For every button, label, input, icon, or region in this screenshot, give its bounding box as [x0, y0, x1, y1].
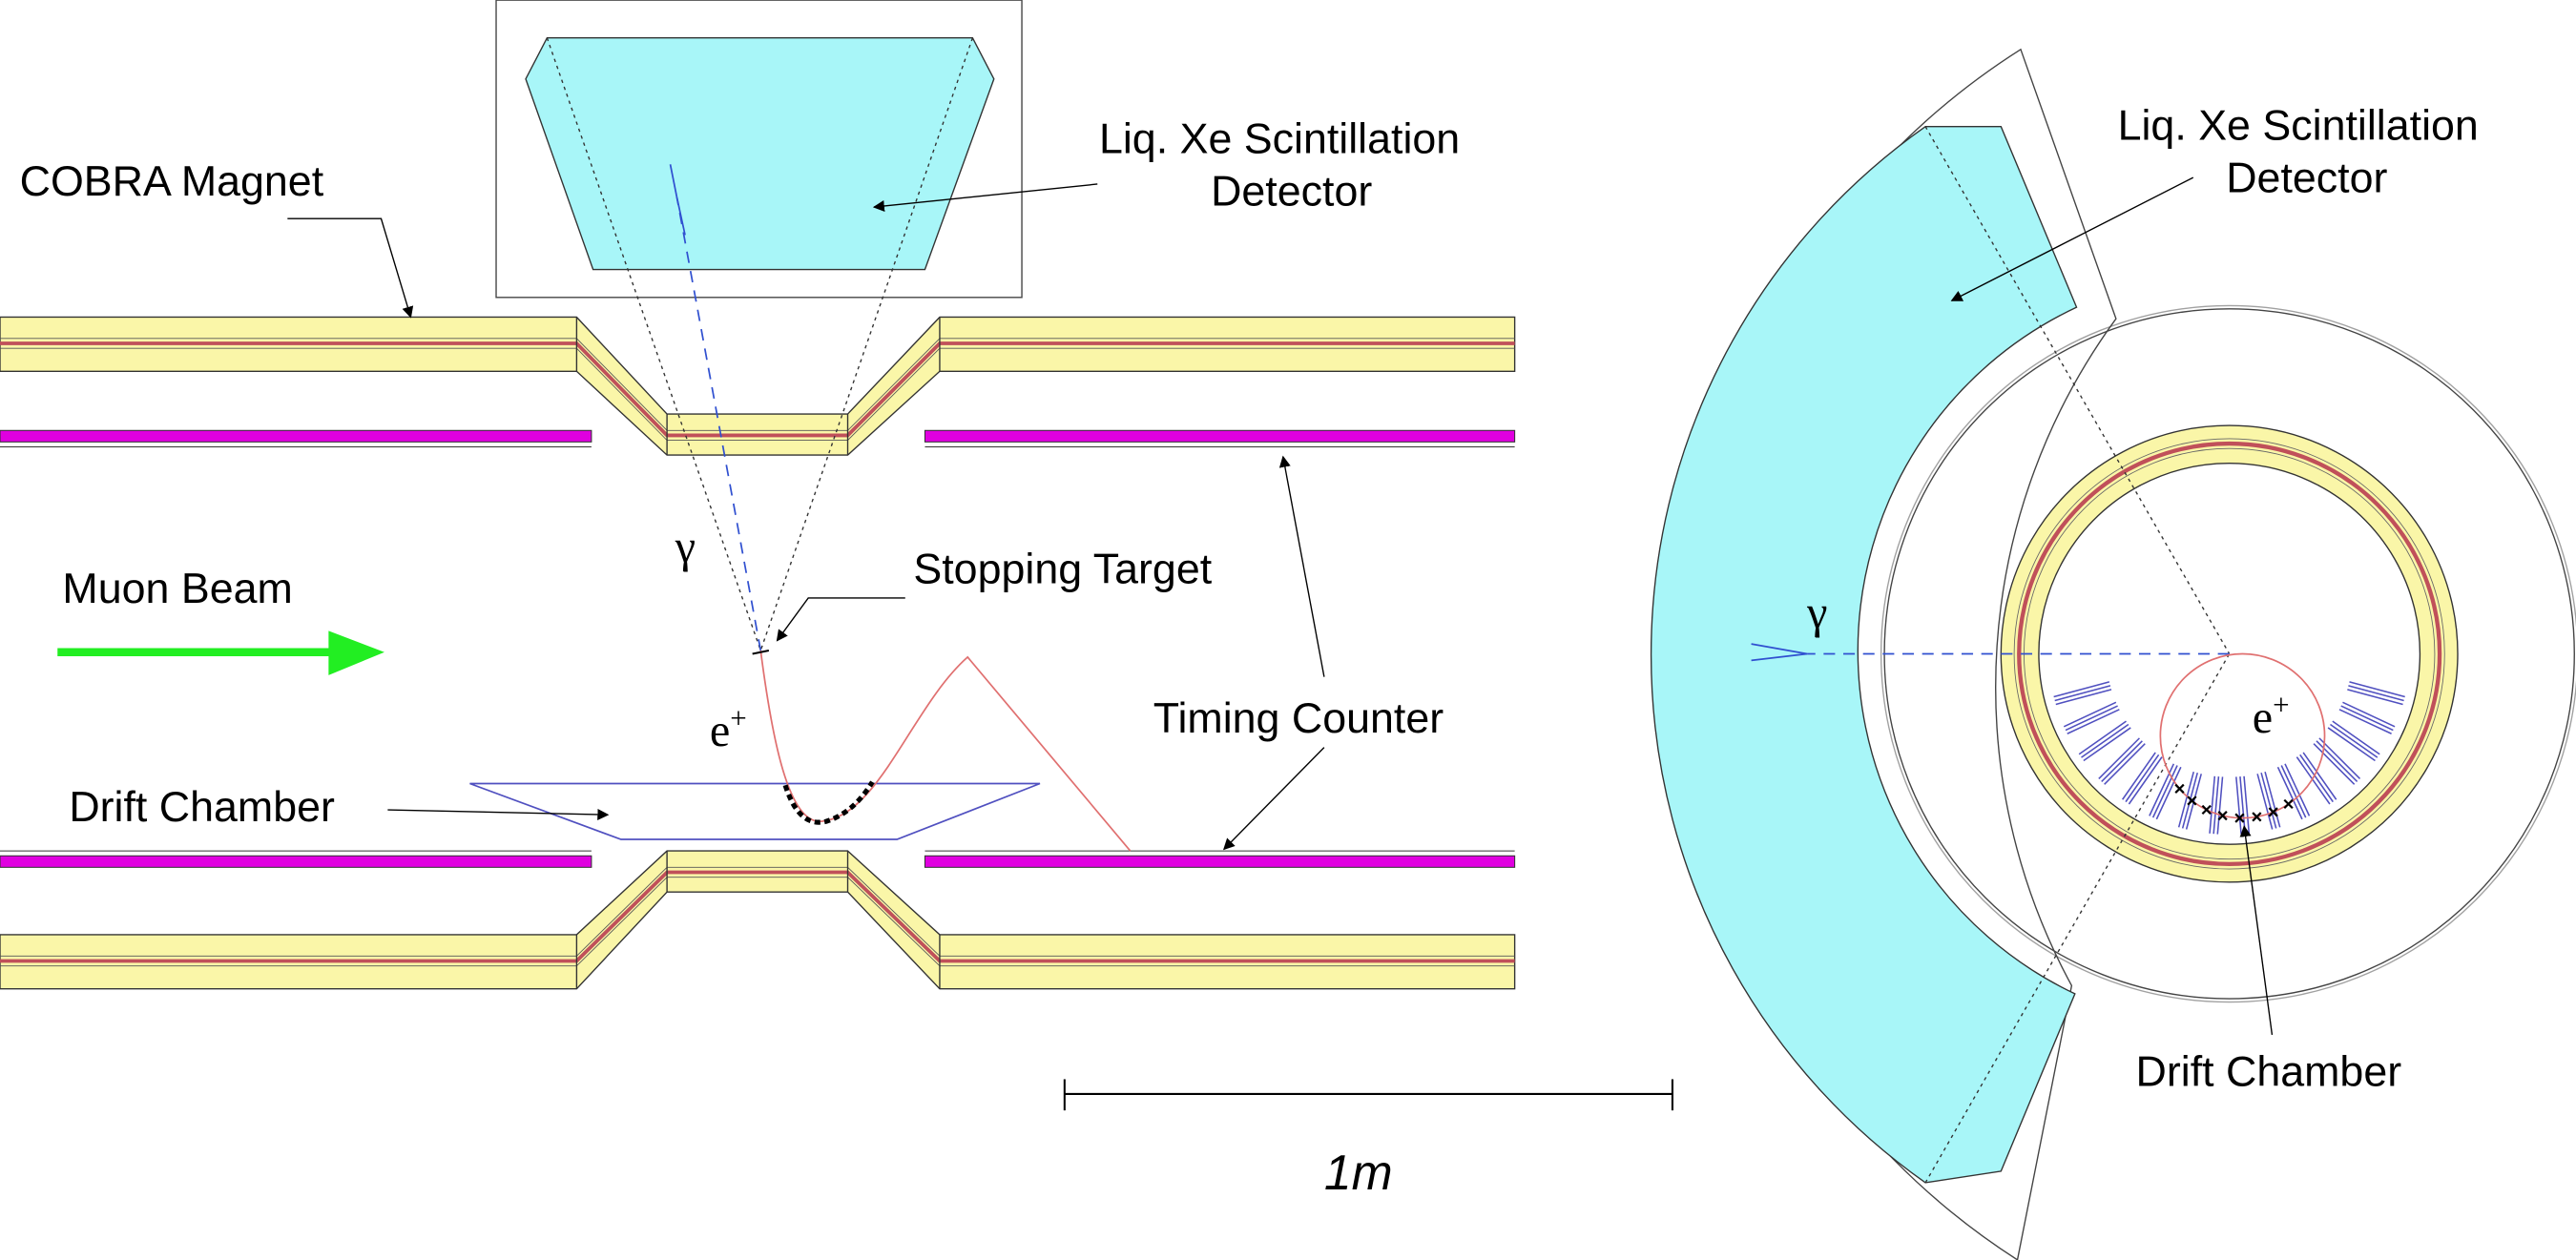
- drift-chamber-module-wire: [2151, 765, 2178, 818]
- drift-chamber-module-wire: [2053, 681, 2110, 698]
- drift-chamber-module-wire: [2125, 754, 2160, 803]
- drift-chamber-end-modules: [2053, 681, 2405, 835]
- drift-chamber-module-wire: [2081, 723, 2129, 758]
- cobra-magnet-lower-stripe: [0, 870, 1515, 963]
- label-muon-beam: Muon Beam: [62, 565, 292, 612]
- stopping-target: [752, 650, 770, 655]
- drift-chamber-module-wire: [2067, 709, 2120, 734]
- drift-chamber-module-wire: [2347, 689, 2403, 706]
- positron-hit-marker: [2283, 798, 2294, 810]
- gamma-track-side: [675, 196, 762, 651]
- drift-chamber-module-wire: [2348, 685, 2404, 702]
- drift-chamber-module-wire: [2338, 709, 2392, 734]
- label-scale: 1m: [1324, 1145, 1393, 1200]
- drift-chamber-module-wire: [2065, 705, 2118, 732]
- cobra-magnet-upper-stripe: [0, 341, 1515, 438]
- drift-chamber-module-wire: [2212, 776, 2220, 835]
- label-positron-side-charge: +: [730, 701, 746, 734]
- positron-hit-marker: [2187, 795, 2197, 806]
- end-view: [1650, 48, 2576, 1260]
- label-gamma-side: γ: [675, 522, 696, 572]
- svg-text:e+: e+: [710, 701, 747, 756]
- drift-chamber-module-wire: [2054, 685, 2111, 702]
- label-lxe-end-line1: Liq. Xe Scintillation: [2118, 102, 2479, 150]
- drift-chamber-module-wire: [2327, 727, 2376, 762]
- drift-chamber-module-wire: [2342, 701, 2396, 728]
- drift-chamber-module-wire: [2349, 681, 2405, 698]
- svg-text:e+: e+: [2253, 688, 2290, 743]
- drift-chamber-module-wire: [2128, 756, 2163, 805]
- drift-chamber-module-wire: [2299, 754, 2334, 803]
- drift-chamber-module-wire: [2284, 763, 2311, 816]
- label-lxe-side-line1: Liq. Xe Scintillation: [1099, 114, 1460, 162]
- drift-chamber-module-wire: [2181, 773, 2198, 829]
- drift-chamber-module-wire: [2104, 743, 2146, 785]
- positron-hit-marker: [2268, 807, 2278, 817]
- drift-chamber-module-wire: [2332, 720, 2380, 755]
- drift-chamber-module-wire: [2243, 775, 2251, 834]
- leader-lines: [287, 176, 2274, 1036]
- drift-chamber-module-wire: [2280, 765, 2307, 818]
- positron-hit-marker: [2252, 812, 2262, 822]
- label-positron-end: e: [2253, 692, 2273, 743]
- drift-chamber-module-wire: [2083, 727, 2131, 762]
- drift-chamber-module-wire: [2239, 776, 2246, 835]
- label-timing-counter: Timing Counter: [1153, 694, 1444, 742]
- label-positron-end-charge: +: [2273, 688, 2289, 721]
- drift-chamber-module-wire: [2235, 776, 2242, 835]
- drift-chamber-module-wire: [2264, 771, 2281, 828]
- lxe-detector-side-housing: [495, 0, 1023, 299]
- positron-hits-end: [2174, 783, 2294, 823]
- drift-chamber-module-wire: [2098, 737, 2140, 780]
- drift-chamber-module-wire: [2055, 689, 2112, 706]
- positron-hit-marker: [2174, 783, 2185, 795]
- drift-chamber-module-wire: [2302, 752, 2337, 800]
- positron-hit-marker: [2217, 811, 2228, 821]
- drift-chamber-module-wire: [2122, 752, 2156, 800]
- drift-chamber-module-wire: [2155, 766, 2182, 820]
- drift-chamber-module-wire: [2316, 740, 2358, 782]
- drift-chamber-module-wire: [2318, 737, 2361, 780]
- drift-chamber-module-wire: [2256, 774, 2274, 830]
- positron-hits-side: [782, 780, 875, 825]
- drift-chamber-module-wire: [2260, 773, 2277, 829]
- drift-chamber-module-wire: [2216, 776, 2224, 835]
- drift-chamber-module-wire: [2078, 720, 2127, 755]
- drift-chamber-module-wire: [2063, 701, 2117, 728]
- drift-chamber-module-wire: [2177, 771, 2195, 828]
- label-positron-side: e: [710, 706, 730, 756]
- positron-track-end: [2159, 652, 2326, 819]
- side-view: [0, 0, 1516, 990]
- drift-chamber-module-wire: [2101, 740, 2143, 782]
- drift-chamber-module-wire: [2296, 756, 2331, 805]
- positron-hit-marker: [2234, 813, 2245, 823]
- drift-chamber-module-wire: [2330, 723, 2379, 758]
- label-lxe-end-line2: Detector: [2226, 155, 2387, 202]
- text-labels: COBRA Magnet Liq. Xe Scintillation Detec…: [20, 102, 2479, 1200]
- label-lxe-side-line2: Detector: [1211, 167, 1372, 215]
- label-drift-chamber-end: Drift Chamber: [2136, 1047, 2402, 1095]
- label-stopping-target: Stopping Target: [913, 545, 1212, 592]
- label-gamma-end: γ: [1806, 588, 1827, 638]
- drift-chamber-module-wire: [2340, 705, 2394, 732]
- cobra-magnet-end-ring: [2000, 424, 2459, 883]
- drift-chamber-module-wire: [2209, 775, 2216, 834]
- drift-chamber-module-wire: [2276, 766, 2303, 820]
- label-cobra-magnet: COBRA Magnet: [20, 157, 324, 205]
- drift-chamber-side: [469, 782, 1041, 840]
- lxe-detector-side: [525, 37, 995, 271]
- scale-bar: [1063, 1079, 1673, 1111]
- label-drift-chamber-side: Drift Chamber: [69, 783, 335, 831]
- timing-counter-bars: [0, 429, 1516, 868]
- positron-hit-marker: [2201, 804, 2212, 816]
- drift-chamber-module-wire: [2313, 743, 2356, 785]
